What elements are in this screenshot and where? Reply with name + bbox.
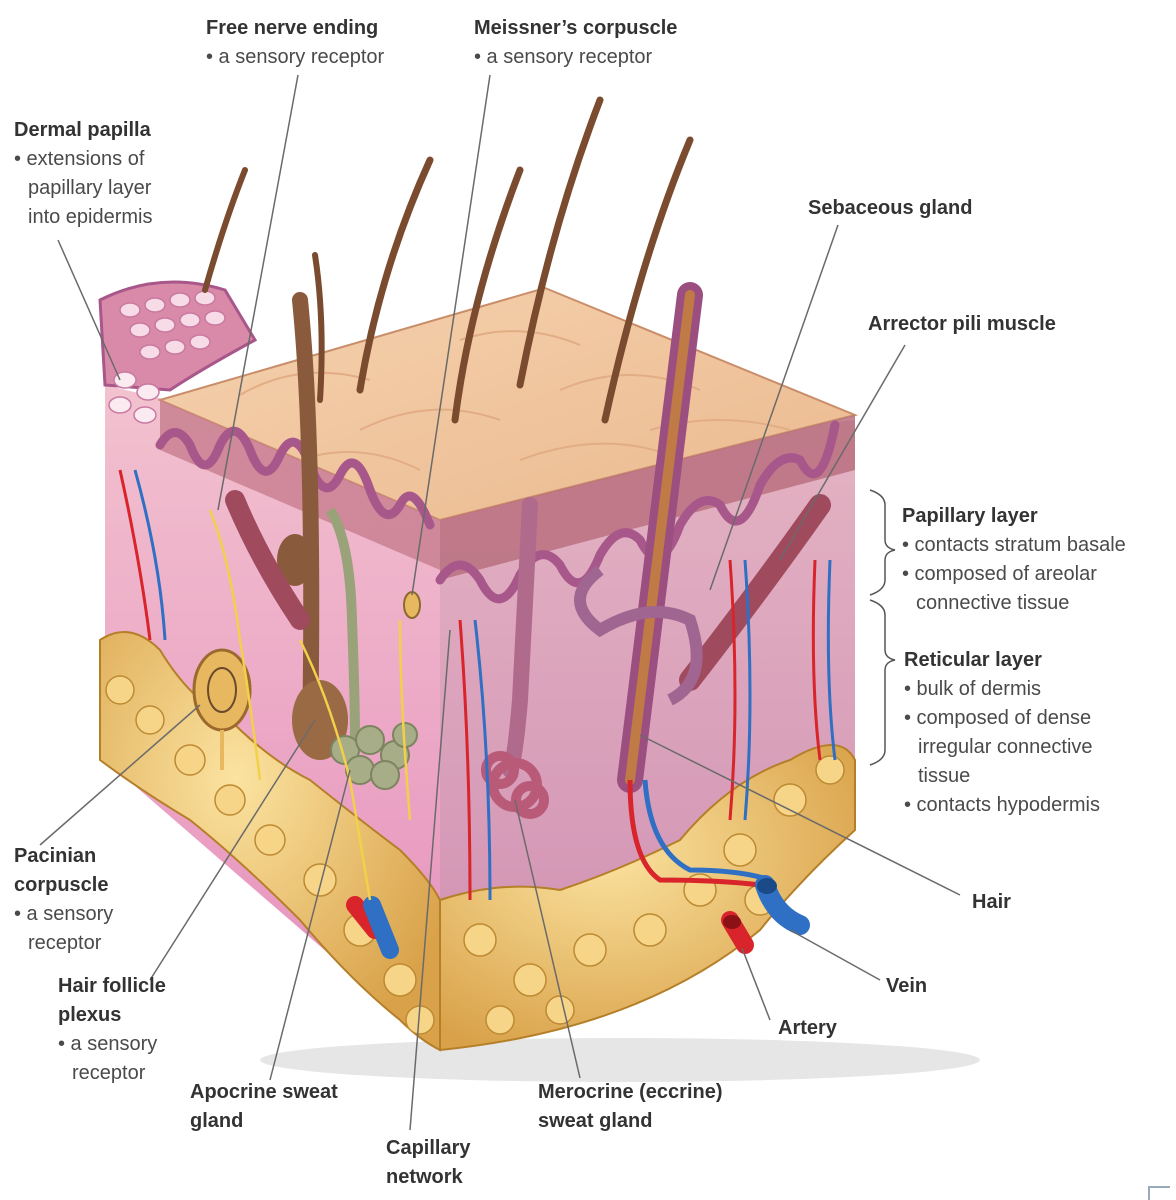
label-line: receptor (28, 932, 102, 954)
label-title: network (386, 1166, 463, 1188)
label-title: Artery (778, 1017, 837, 1039)
label-title: Papillary layer (902, 505, 1038, 527)
pacinian-corpuscle (192, 648, 252, 732)
label-title: Apocrine sweat (190, 1081, 338, 1103)
papillae-wave-front (155, 426, 435, 530)
expand-icon[interactable] (1148, 1186, 1170, 1200)
label-hair-follicle-plexus: Hair follicle plexus • a sensory recepto… (58, 972, 166, 1088)
label-title: Dermal papilla (14, 119, 151, 141)
label-line: irregular connective (918, 736, 1093, 758)
label-title: sweat gland (538, 1110, 653, 1132)
label-vein: Vein (886, 972, 927, 1001)
sebaceous-right (574, 565, 703, 706)
label-artery: Artery (778, 1014, 837, 1043)
label-title: corpuscle (14, 874, 109, 896)
meissner-corpuscle (403, 591, 421, 619)
leader-lines (39, 74, 961, 1131)
label-line: connective tissue (916, 592, 1070, 614)
label-line: • a sensory receptor (474, 46, 653, 68)
arrector-pili (679, 494, 831, 691)
arrector-pili-left (225, 490, 310, 630)
label-title: Free nerve ending (206, 17, 379, 39)
label-line: • a sensory (58, 1033, 158, 1055)
label-line: tissue (918, 765, 971, 787)
vessel-cut-left (346, 896, 399, 959)
apocrine-duct (325, 507, 360, 741)
label-line: • extensions of (14, 148, 145, 170)
papillary-bracket (869, 489, 896, 596)
label-title: Arrector pili muscle (868, 313, 1056, 335)
label-capillary-network: Capillary network (386, 1134, 470, 1192)
label-pacinian-corpuscle: Pacinian corpuscle • a sensory receptor (14, 842, 113, 958)
pacinian-core (207, 667, 237, 713)
label-sebaceous-gland: Sebaceous gland (808, 194, 973, 223)
label-merocrine-sweat-gland: Merocrine (eccrine) sweat gland (538, 1078, 723, 1136)
hair-shafts (202, 96, 694, 424)
reticular-bracket (869, 599, 896, 766)
artery-cut (721, 911, 754, 954)
label-title: plexus (58, 1004, 122, 1026)
vein-cut (755, 875, 810, 935)
label-title: Capillary (386, 1137, 471, 1159)
label-hair: Hair (972, 888, 1011, 917)
label-free-nerve-ending: Free nerve ending • a sensory receptor (206, 14, 384, 72)
label-title: Merocrine (eccrine) (538, 1081, 723, 1103)
papillae-wave-side (435, 420, 840, 604)
label-line: receptor (72, 1062, 146, 1084)
label-title: gland (190, 1110, 244, 1132)
sebaceous-left (277, 534, 313, 586)
label-title: Meissner’s corpuscle (474, 17, 678, 39)
label-title: Pacinian (14, 845, 97, 867)
label-line: • composed of areolar (902, 563, 1097, 585)
label-dermal-papilla: Dermal papilla • extensions of papillary… (14, 116, 153, 232)
epidermis-side (440, 415, 855, 580)
label-arrector-pili-muscle: Arrector pili muscle (868, 310, 1056, 339)
label-papillary-layer: Papillary layer • contacts stratum basal… (902, 502, 1126, 618)
label-line: papillary layer (28, 177, 152, 199)
merocrine-coil (481, 751, 549, 819)
hair-shaft-right (625, 290, 695, 785)
label-reticular-layer: Reticular layer • bulk of dermis • compo… (904, 646, 1100, 820)
merocrine-duct (502, 497, 538, 778)
label-apocrine-sweat-gland: Apocrine sweat gland (190, 1078, 338, 1136)
label-line: • composed of dense (904, 707, 1092, 729)
label-line: • bulk of dermis (904, 678, 1042, 700)
label-title: Vein (886, 975, 928, 997)
label-line: • contacts stratum basale (902, 534, 1126, 556)
label-title: Hair follicle (58, 975, 166, 997)
block-shadow (260, 1038, 980, 1082)
papilla-texture (108, 290, 226, 424)
label-meissners-corpuscle: Meissner’s corpuscle • a sensory recepto… (474, 14, 677, 72)
label-line: • a sensory receptor (206, 46, 385, 68)
label-title: Reticular layer (904, 649, 1042, 671)
label-line: into epidermis (28, 206, 153, 228)
label-title: Sebaceous gland (808, 197, 973, 219)
label-line: • a sensory (14, 903, 114, 925)
label-line: • contacts hypodermis (904, 794, 1100, 816)
nerves (208, 509, 412, 901)
label-title: Hair (972, 891, 1011, 913)
